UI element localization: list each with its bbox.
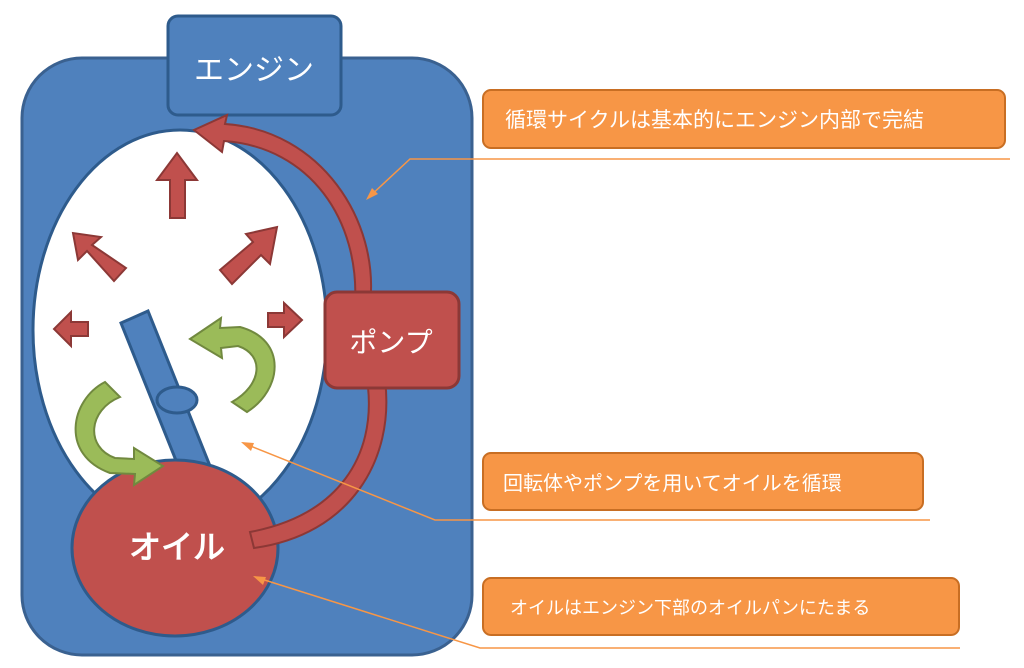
cycle-callout-box — [482, 89, 1006, 149]
oil-label: オイル — [129, 528, 225, 566]
oil-pan-leader-arrowhead-icon — [253, 576, 266, 585]
arrow-upper-left-icon — [71, 231, 128, 283]
rotor-leader-arrowhead-icon — [241, 442, 254, 451]
curved-arrow-right-icon — [188, 315, 276, 414]
cycle-callout-text: 循環サイクルは基本的にエンジン内部で完結 — [505, 108, 924, 132]
oil-reservoir — [70, 458, 280, 638]
cycle-leader-arrowhead-icon — [366, 188, 378, 200]
flow-arrow-pump-to-top-icon — [192, 113, 373, 306]
arrow-left-icon — [52, 309, 89, 349]
pump-box — [323, 290, 461, 390]
connecting-rod — [119, 308, 224, 511]
rotor-callout-text: 回転体やポンプを用いてオイルを循環 — [503, 471, 842, 495]
oil-pan-callout-box — [482, 577, 960, 636]
rotor-leader-line — [242, 442, 930, 521]
arrow-upper-right-icon — [218, 225, 279, 286]
arrow-right-icon — [267, 300, 304, 340]
arrow-up-icon — [155, 151, 199, 219]
oil-pan-leader-line — [254, 576, 960, 649]
rotor-callout-box — [482, 452, 924, 511]
oil-pan-callout-text: オイルはエンジン下部のオイルパンにたまる — [510, 598, 870, 619]
pump-label: ポンプ — [349, 326, 432, 359]
cycle-leader-line — [367, 158, 1010, 199]
engine-label: エンジン — [194, 53, 314, 88]
engine-label-box — [166, 14, 343, 117]
curved-arrow-left-icon — [74, 380, 165, 487]
